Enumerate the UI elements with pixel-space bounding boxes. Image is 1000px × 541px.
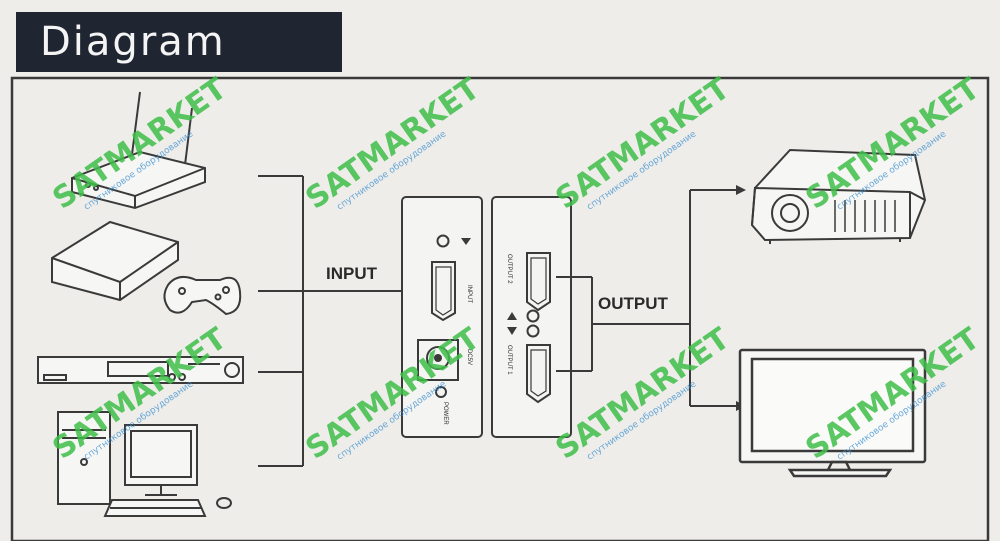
hdmi-output-2-port-icon: [526, 252, 551, 312]
router-icon: [71, 91, 206, 210]
output-led-1-icon: [526, 324, 540, 338]
game-console-icon: [51, 220, 242, 316]
output-led-2-icon: [526, 309, 540, 323]
output-label: OUTPUT: [598, 294, 669, 313]
device-input-panel: INPUT DC5V POWER: [401, 196, 483, 438]
device-output-panel: OUTPUT 2 OUTPUT 1: [491, 196, 572, 438]
dc-power-label: DC5V: [466, 349, 472, 365]
led-indicator-icon: [436, 234, 450, 248]
triangle-down-icon: [507, 327, 517, 335]
hdmi-output-1-port-icon: [526, 344, 551, 404]
power-led-icon: [435, 386, 447, 398]
page-title: Diagram: [40, 19, 226, 65]
television-icon: [738, 348, 927, 478]
watermark-brand: SATMARKET: [550, 321, 737, 467]
input-label: INPUT: [326, 264, 378, 283]
triangle-up-icon: [507, 312, 517, 320]
output-2-label: OUTPUT 2: [506, 254, 512, 284]
input-lines: [258, 175, 424, 467]
hdmi-input-port-icon: [431, 261, 456, 322]
dvd-player-icon: [37, 356, 244, 384]
projector-icon: [750, 148, 927, 244]
diagram-frame: [10, 76, 990, 541]
triangle-down-icon: [461, 238, 471, 245]
output-arrow-top-icon: [736, 185, 746, 195]
power-label: POWER: [442, 402, 448, 425]
watermark-brand: SATMARKET: [550, 71, 737, 217]
title-banner: Diagram: [16, 12, 342, 72]
dc-jack-icon: [417, 339, 459, 381]
output-1-label: OUTPUT 1: [506, 345, 512, 375]
input-port-label: INPUT: [466, 285, 472, 303]
desktop-computer-icon: [57, 411, 232, 517]
watermark-brand: SATMARKET: [300, 71, 487, 217]
output-lines: [556, 189, 738, 407]
